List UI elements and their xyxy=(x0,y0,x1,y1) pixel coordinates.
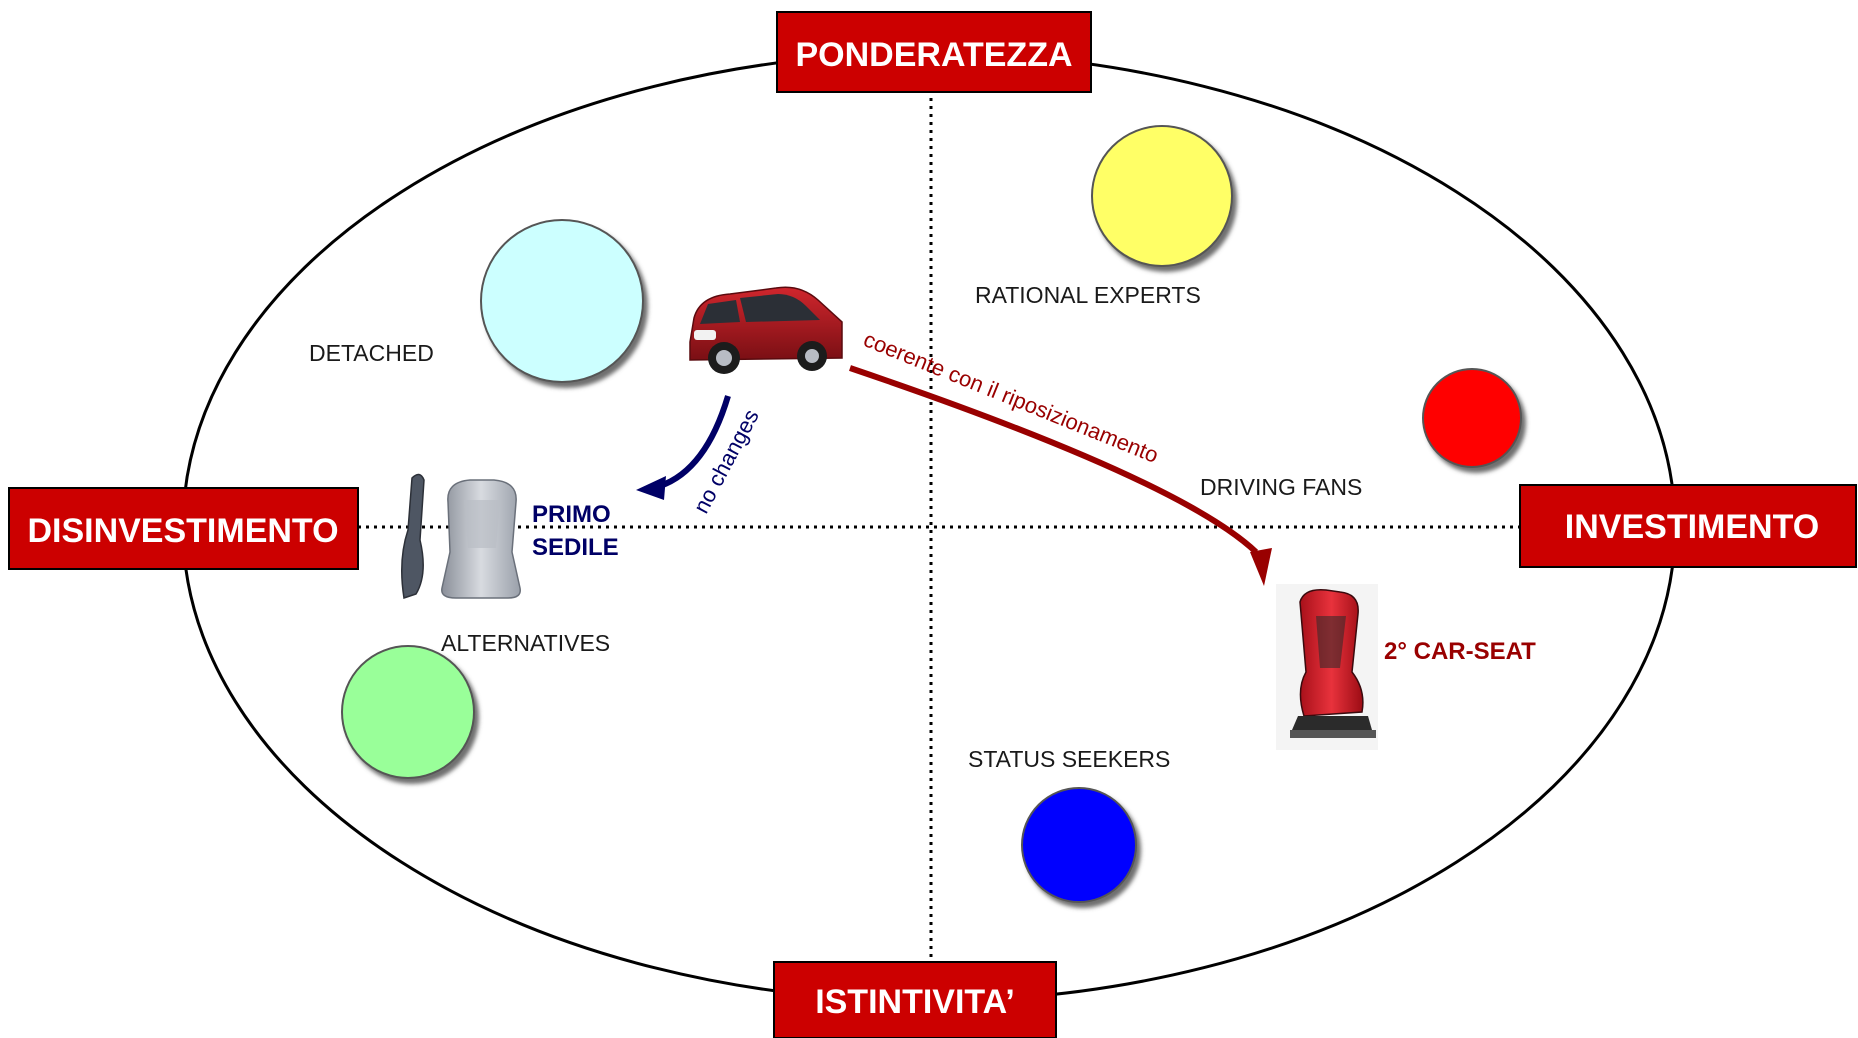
riposizionamento-arrow xyxy=(849,365,1272,586)
status-seekers-label: STATUS SEEKERS xyxy=(968,746,1170,772)
axis-bottom-label: ISTINTIVITA’ xyxy=(815,983,1015,1021)
driving-fans-bubble xyxy=(1422,368,1522,468)
axis-right-box: INVESTIMENTO xyxy=(1519,484,1857,568)
no-changes-label: no changes xyxy=(688,405,763,517)
primo-sedile-label-line2: SEDILE xyxy=(532,534,619,561)
riposizionamento-label: coerente con il riposizionamento xyxy=(860,326,1162,467)
axis-top-label: PONDERATEZZA xyxy=(795,36,1072,74)
red-car-image xyxy=(689,286,843,374)
rational-experts-bubble xyxy=(1091,125,1233,267)
alternatives-label: ALTERNATIVES xyxy=(441,630,610,656)
alternatives-bubble xyxy=(341,645,475,779)
detached-label: DETACHED xyxy=(309,340,434,366)
axis-left-label: DISINVESTIMENTO xyxy=(27,512,338,550)
axis-bottom-box: ISTINTIVITA’ xyxy=(773,961,1057,1038)
primo-sedile-image xyxy=(401,473,521,599)
axis-right-label: INVESTIMENTO xyxy=(1565,508,1819,546)
status-seekers-bubble xyxy=(1021,787,1137,903)
no-changes-arrow xyxy=(636,395,731,500)
axis-top-box: PONDERATEZZA xyxy=(776,11,1092,93)
detached-bubble xyxy=(480,219,644,383)
axis-left-box: DISINVESTIMENTO xyxy=(8,487,359,570)
rational-experts-label: RATIONAL EXPERTS xyxy=(975,282,1201,308)
car-seat-2-image xyxy=(1276,584,1378,750)
car-seat-2-label: 2° CAR-SEAT xyxy=(1384,638,1536,665)
primo-sedile-label-line1: PRIMO xyxy=(532,501,611,528)
driving-fans-label: DRIVING FANS xyxy=(1200,474,1362,500)
